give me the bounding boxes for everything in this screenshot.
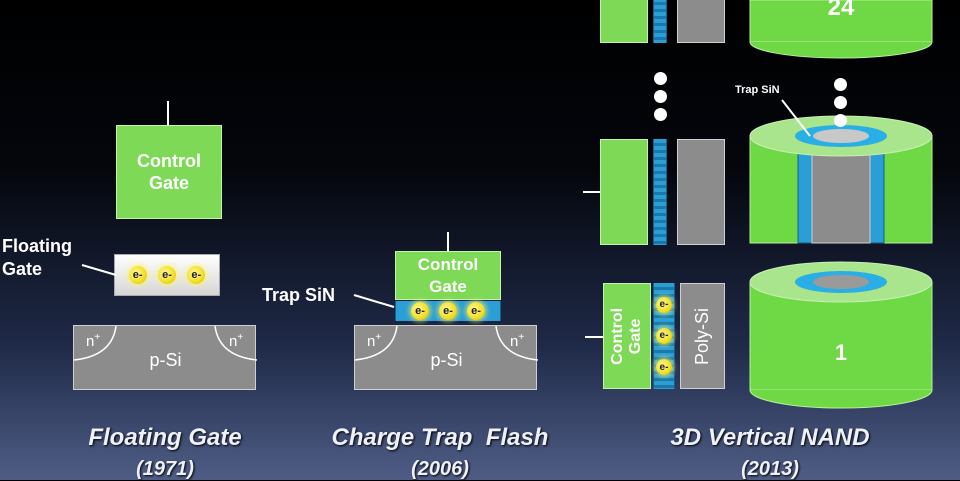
- control-gate-label: Control Gate: [417, 255, 479, 296]
- floating-gate-box: e- e- e-: [114, 254, 220, 296]
- cylinder-bottom-core-top: [813, 275, 869, 289]
- ellipsis-dot: [654, 108, 667, 121]
- cylinder-mid-core-top: [813, 129, 869, 143]
- vnand-caption: 3D Vertical NAND: [670, 424, 870, 451]
- cylinder-top-base: [749, 41, 933, 59]
- vnand-trap-middle: [653, 139, 667, 245]
- electron: e-: [157, 266, 176, 284]
- cylinder-top-label: 24: [827, 0, 855, 21]
- electron: e-: [439, 302, 457, 320]
- floating-gate-year: (1971): [136, 458, 194, 480]
- ellipsis-dot: [834, 78, 847, 91]
- substrate-label: p-Si: [430, 350, 463, 370]
- trap-sin-layer: e- e- e-: [395, 301, 501, 321]
- electron: e-: [656, 327, 672, 344]
- electron: e-: [467, 302, 485, 320]
- n-plus-right: n+: [510, 332, 525, 350]
- p-si-substrate: n+ n+ p-Si: [73, 325, 257, 390]
- electron: e-: [187, 266, 206, 284]
- ellipsis-dot: [654, 90, 667, 103]
- ellipsis-dot: [834, 114, 847, 127]
- electron: e-: [128, 266, 147, 284]
- vnand-trap-sin-label: Trap SiN: [735, 84, 780, 96]
- gate-wire-middle: [583, 191, 601, 193]
- gate-wire-bottom: [585, 336, 603, 338]
- ellipsis-dot: [834, 96, 847, 109]
- control-gate-wire: [447, 232, 449, 252]
- n-plus-left: n+: [86, 332, 101, 350]
- vnand-gate-middle: [600, 139, 648, 245]
- floating-gate-pointer: [81, 264, 117, 276]
- charge-trap-year: (2006): [411, 458, 469, 480]
- vnand-channel-top: [677, 0, 725, 43]
- vnand-poly-si: Poly-Si: [680, 283, 725, 389]
- n-plus-right: n+: [229, 332, 244, 350]
- control-gate-box: Control Gate: [116, 125, 222, 219]
- trap-sin-pointer: [781, 99, 811, 137]
- ellipsis-dot: [654, 72, 667, 85]
- control-gate-box: Control Gate: [395, 251, 501, 300]
- vnand-cylinder-stack: [749, 0, 933, 409]
- vnand-control-gate: Control Gate: [603, 283, 651, 389]
- vnand-trap-top: [653, 0, 667, 43]
- vnand-trap-bottom: e- e- e-: [653, 283, 675, 389]
- n-plus-left: n+: [367, 332, 382, 350]
- control-gate-wire: [167, 101, 169, 126]
- trap-sin-side-label: Trap SiN: [262, 285, 336, 305]
- vnand-gate-top: [600, 0, 648, 43]
- vnand-control-gate-label: Control Gate: [608, 307, 644, 365]
- n-well-outline: [355, 326, 538, 361]
- p-si-substrate: n+ n+ p-Si: [354, 325, 538, 390]
- vnand-year: (2013): [741, 458, 799, 480]
- cylinder-bottom-label: 1: [834, 340, 848, 365]
- poly-si-label: Poly-Si: [692, 307, 713, 365]
- n-well-outline: [74, 326, 257, 361]
- electron: e-: [656, 359, 672, 376]
- floating-gate-caption: Floating Gate: [88, 424, 242, 451]
- floating-gate-side-label: Floating Gate: [2, 236, 72, 279]
- substrate-label: p-Si: [149, 350, 182, 370]
- vnand-channel-middle: [677, 139, 725, 245]
- control-gate-label: Control Gate: [137, 150, 201, 194]
- charge-trap-caption: Charge Trap Flash: [331, 424, 549, 451]
- cylinder-bottom-base: [749, 389, 933, 409]
- electron: e-: [656, 296, 672, 313]
- trap-sin-pointer: [353, 294, 395, 308]
- electron: e-: [411, 302, 429, 320]
